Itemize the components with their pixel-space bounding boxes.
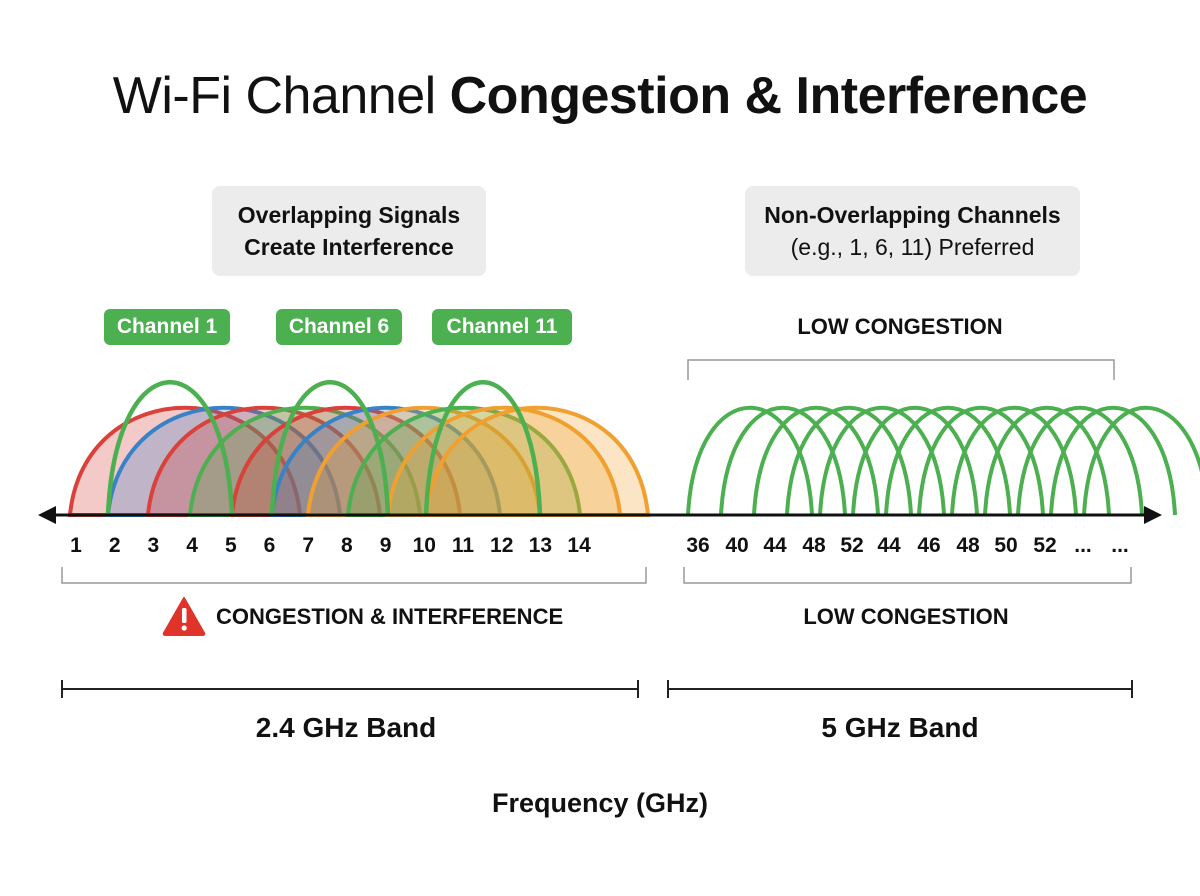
warning-triangle-icon — [162, 597, 206, 636]
tick-label-24-14: 14 — [567, 534, 591, 557]
band-24-channel-curve-10 — [423, 405, 651, 517]
low-congestion-top-label: LOW CONGESTION — [797, 314, 1003, 339]
axis-title: Frequency (GHz) — [491, 788, 709, 818]
page-title: Wi-Fi Channel Congestion & Interference — [112, 67, 1088, 125]
band-5-channel-curve-11 — [1016, 405, 1144, 516]
band-24-label: 2.4 GHz Band — [255, 712, 437, 743]
tick-label-24-8: 8 — [341, 534, 353, 557]
channel-11-label: Channel 11 — [432, 309, 572, 345]
congestion-status: CONGESTION & INTERFERENCE — [216, 604, 564, 629]
band-24-channel-curve-4 — [187, 405, 423, 517]
band-24-channel-curve-6 — [269, 405, 503, 517]
tick-label-24-4: 4 — [186, 534, 198, 557]
tick-label-24-10: 10 — [413, 534, 436, 557]
tick-label-24-5: 5 — [225, 534, 237, 557]
tick-label-5-12: ... — [1111, 534, 1129, 557]
tick-label-5-5: 52 — [840, 534, 863, 557]
tick-label-24-6: 6 — [264, 534, 276, 557]
band-5-channel-curve-6 — [851, 405, 979, 516]
band-24-waves — [67, 380, 651, 517]
low-congestion-bracket — [687, 359, 1115, 380]
channel-11-curve — [423, 380, 543, 516]
tick-label-24-3: 3 — [148, 534, 160, 557]
band-24-channel-curve-7 — [305, 405, 543, 517]
tick-label-5-8: 48 — [956, 534, 980, 557]
low-congestion-bottom-bracket — [683, 567, 1132, 584]
band-5-channel-curve-5 — [818, 405, 946, 516]
tick-label-24-12: 12 — [490, 534, 513, 557]
tick-label-24-1: 1 — [70, 534, 82, 557]
tick-label-5-1: 36 — [686, 534, 709, 557]
tick-label-24-9: 9 — [380, 534, 392, 557]
tick-label-5-2: 40 — [725, 534, 748, 557]
tick-label-5-4: 48 — [802, 534, 826, 557]
band-24-channel-curve-3 — [145, 405, 383, 517]
callout-non-overlapping: Non-Overlapping Channels (e.g., 1, 6, 11… — [745, 186, 1080, 276]
tick-label-24-11: 11 — [452, 534, 475, 557]
axis-arrow-left — [38, 506, 56, 524]
tick-label-24-2: 2 — [109, 534, 121, 557]
tick-label-5-3: 44 — [763, 534, 787, 557]
band-5-channel-curve-9 — [950, 405, 1078, 516]
band-24-channel-curve-1 — [67, 405, 303, 517]
congestion-bracket — [61, 567, 647, 584]
band-5-label: 5 GHz Band — [821, 712, 979, 743]
axis-arrow-right — [1144, 506, 1162, 524]
channel-6-curve — [269, 380, 391, 516]
low-congestion-status: LOW CONGESTION — [803, 604, 1009, 629]
callout-overlapping: Overlapping Signals Create Interference — [212, 186, 486, 276]
channel-6-label: Channel 6 — [276, 309, 402, 345]
band-5-channel-curve-3 — [752, 405, 880, 516]
band-5-channel-curve-4 — [785, 405, 913, 516]
band-5-channel-curve-10 — [983, 405, 1111, 516]
channel-1-label: Channel 1 — [104, 309, 230, 345]
band-24-channel-curve-8 — [345, 405, 583, 517]
channel-1-curve — [105, 380, 235, 516]
band-5-channel-curve-12 — [1049, 405, 1177, 516]
tick-label-5-9: 50 — [994, 534, 1017, 557]
band-24-channel-curve-9 — [385, 405, 623, 517]
tick-label-5-10: 52 — [1033, 534, 1056, 557]
band-5-channel-curve-8 — [917, 405, 1045, 516]
band-5-channel-curve-1 — [686, 405, 814, 516]
band-5-channel-curve-7 — [884, 405, 1012, 516]
tick-label-5-7: 46 — [917, 534, 940, 557]
tick-label-5-11: ... — [1074, 534, 1092, 557]
tick-label-5-6: 44 — [877, 534, 901, 557]
tick-label-24-13: 13 — [529, 534, 552, 557]
band-24-channel-curve-5 — [229, 405, 463, 517]
tick-label-24-7: 7 — [302, 534, 314, 557]
band-5-waves — [686, 405, 1200, 516]
band-5-channel-curve-2 — [719, 405, 847, 516]
